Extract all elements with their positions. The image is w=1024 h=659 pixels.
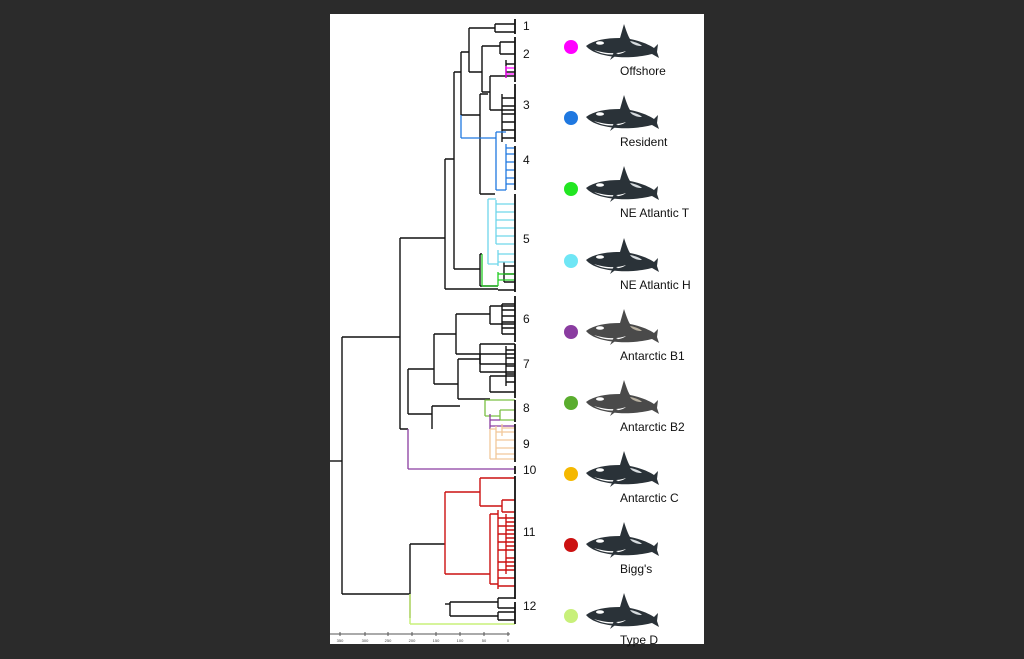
cluster-number-5: 5: [523, 232, 530, 246]
legend-color-dot: [564, 325, 578, 339]
cluster-number-8: 8: [523, 401, 530, 415]
dendrogram-figure: 350 300 250 200 150 100 50 0 1 2 3 4 5 6…: [330, 14, 704, 647]
orca-ne-atlantic-h-icon: [584, 234, 660, 278]
orca-biggs-icon: [584, 518, 660, 562]
orca-antarctic-b1-icon: [584, 305, 660, 349]
orca-type-d-icon: [584, 589, 660, 633]
legend-label: Antarctic C: [620, 491, 679, 505]
tree-branch-antarctic-c: [489, 424, 515, 460]
cluster-number-1: 1: [523, 19, 530, 33]
cluster-number-12: 12: [523, 599, 537, 613]
legend-label: Antarctic B2: [620, 420, 685, 434]
dendrogram-tree: 350 300 250 200 150 100 50 0: [330, 19, 516, 643]
legend-label: Bigg's: [620, 562, 653, 576]
legend-color-dot: [564, 40, 578, 54]
legend-color-dot: [564, 467, 578, 481]
orca-ne-atlantic-t-icon: [584, 162, 660, 206]
orca-antarctic-c-icon: [584, 447, 660, 491]
legend-label: Type D: [620, 633, 659, 647]
tree-branch-offshore: [505, 66, 515, 78]
orca-antarctic-b2-icon: [584, 376, 660, 420]
legend-label: Offshore: [620, 64, 666, 78]
tree-branch-resident: [460, 115, 515, 191]
x-tick-label: 350: [337, 638, 344, 643]
legend-label: NE Atlantic T: [620, 206, 690, 220]
tree-branch-antarctic-b2: [484, 399, 515, 421]
cluster-number-3: 3: [523, 98, 530, 112]
legend-color-dot: [564, 111, 578, 125]
tree-branch-biggs: [444, 477, 515, 589]
x-tick-label: 300: [362, 638, 369, 643]
legend-item: Type D: [560, 589, 704, 657]
legend-color-dot: [564, 538, 578, 552]
tree-branch-ne-atlantic-h: [487, 198, 515, 266]
legend-label: Antarctic B1: [620, 349, 685, 363]
legend-color-dot: [564, 396, 578, 410]
x-tick-label: 150: [433, 638, 440, 643]
legend-label: Resident: [620, 135, 668, 149]
legend-color-dot: [564, 254, 578, 268]
legend-item: Offshore: [560, 20, 704, 88]
legend-item: Bigg's: [560, 518, 704, 586]
x-axis: [330, 632, 510, 636]
cluster-number-9: 9: [523, 437, 530, 451]
cluster-number-2: 2: [523, 47, 530, 61]
legend-color-dot: [564, 609, 578, 623]
legend-item: Antarctic C: [560, 447, 704, 515]
x-tick-label: 100: [457, 638, 464, 643]
tree-branch-ne-atlantic-t: [481, 254, 515, 287]
tree-branch-antarctic-b1: [407, 414, 515, 470]
orca-resident-icon: [584, 91, 660, 135]
legend-item: NE Atlantic H: [560, 234, 704, 302]
x-axis-tick-labels: 350 300 250 200 150 100 50 0: [337, 638, 510, 643]
legend-item: Antarctic B2: [560, 376, 704, 444]
x-tick-label: 250: [385, 638, 392, 643]
cluster-number-11: 11: [523, 525, 536, 539]
x-tick-label: 50: [482, 638, 487, 643]
legend-item: Resident: [560, 91, 704, 159]
legend-item: NE Atlantic T: [560, 162, 704, 230]
legend-item: Antarctic B1: [560, 305, 704, 373]
cluster-number-4: 4: [523, 153, 530, 167]
orca-offshore-icon: [584, 20, 660, 64]
cluster-number-7: 7: [523, 357, 530, 371]
legend-label: NE Atlantic H: [620, 278, 691, 292]
tree-branch-type-d: [409, 594, 515, 625]
cluster-number-6: 6: [523, 312, 530, 326]
legend-color-dot: [564, 182, 578, 196]
cluster-number-10: 10: [523, 463, 537, 477]
tree-backbone: [330, 23, 515, 621]
x-tick-label: 0: [507, 638, 510, 643]
x-tick-label: 200: [409, 638, 416, 643]
